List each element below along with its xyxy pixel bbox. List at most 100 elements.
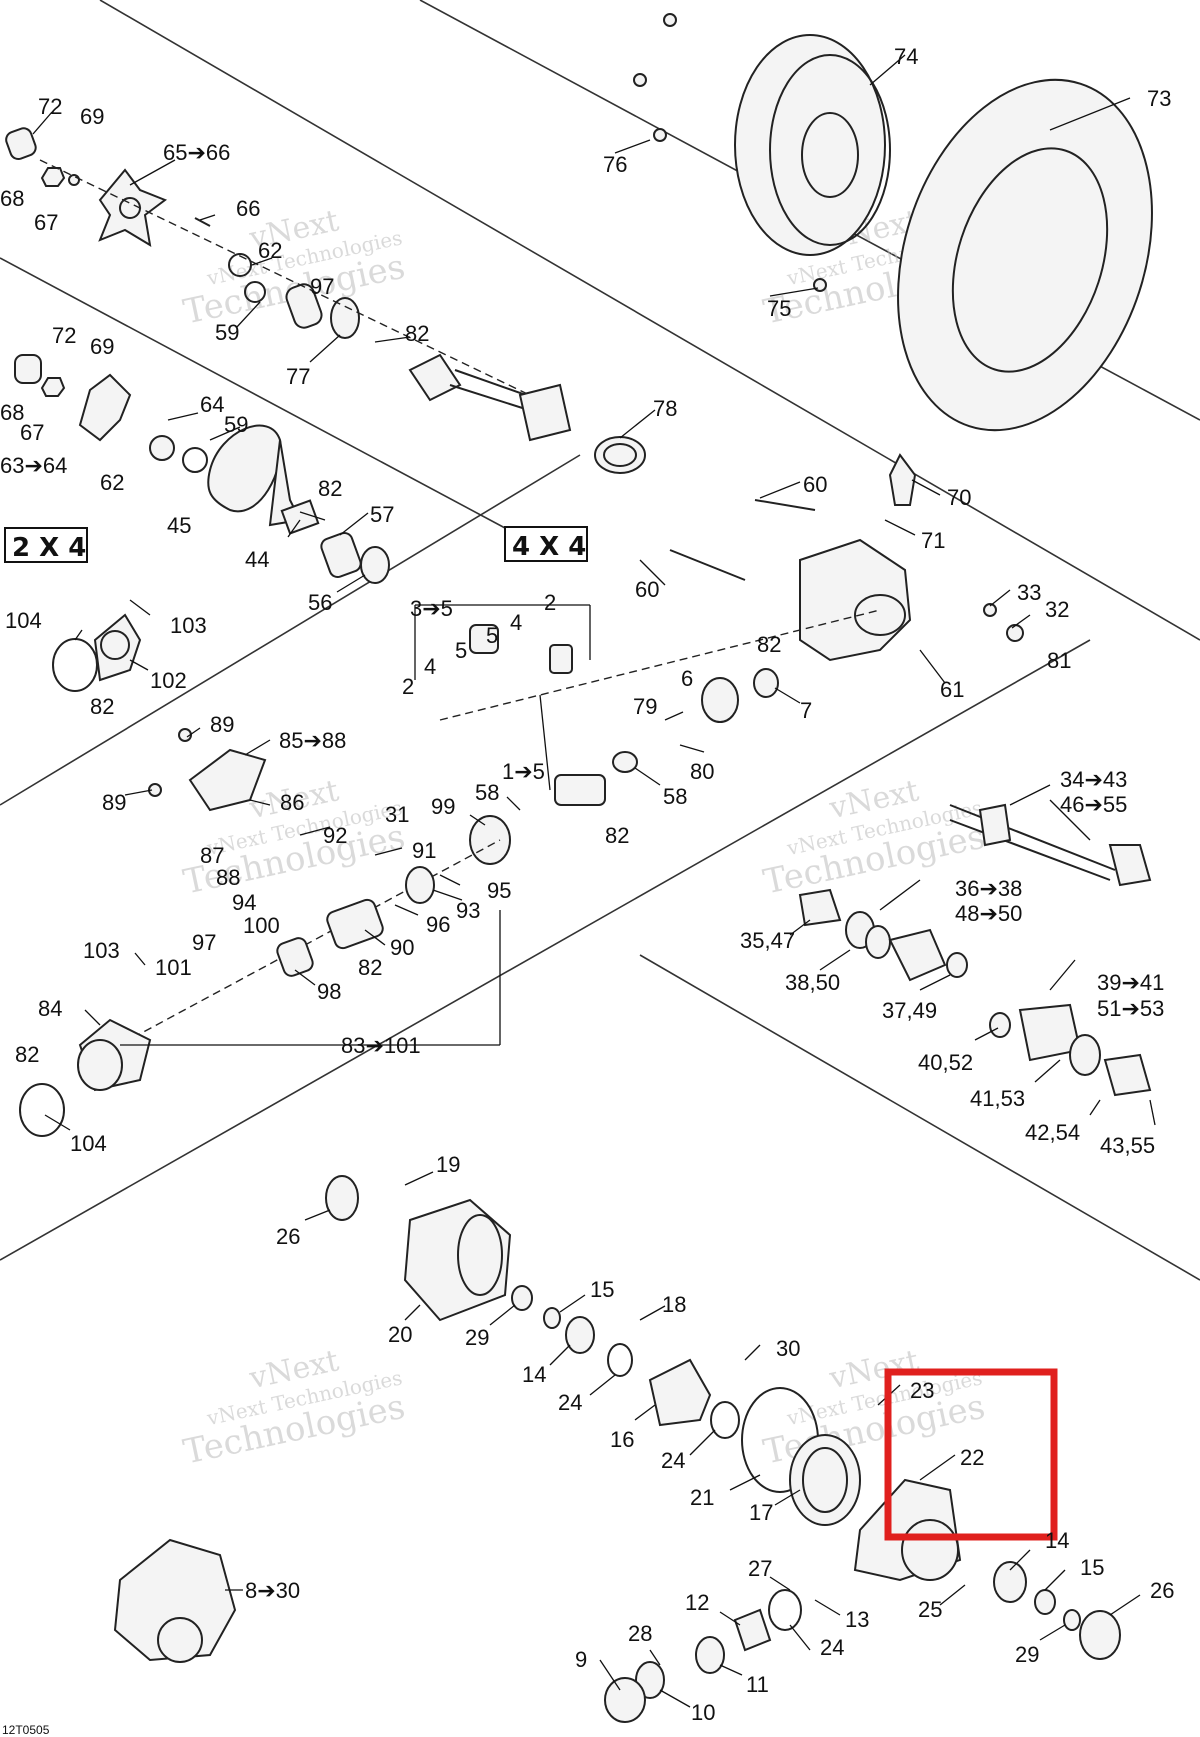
ring-59-top [244, 281, 266, 303]
callout-64: 64 [200, 392, 224, 417]
spring-4-a [469, 624, 499, 654]
callout-75: 75 [767, 296, 791, 321]
spacer-24 [607, 1343, 633, 1377]
hub-63 [78, 373, 132, 442]
sleeve-6 [701, 677, 739, 723]
callout-5: 5 [455, 638, 467, 663]
callout-96: 96 [426, 912, 450, 937]
coupler-1-5 [554, 774, 606, 806]
four-by-four-shaft-parts [439, 609, 881, 865]
spacer-24-c [768, 1589, 802, 1631]
washer-67-top [68, 174, 80, 186]
callout-51-53: 51➔53 [1097, 996, 1164, 1021]
callout-100: 100 [243, 913, 280, 938]
callout-24: 24 [820, 1635, 844, 1660]
callout-82: 82 [757, 632, 781, 657]
callout-17: 17 [749, 1500, 773, 1525]
bearing-98 [276, 937, 314, 977]
ring-29-b [1063, 1609, 1081, 1631]
shaft-44 [280, 499, 320, 535]
bearing-11 [695, 1636, 725, 1674]
ring-gear-17 [789, 1434, 861, 1526]
box-2x4: 2 X 4 [4, 527, 88, 563]
callout-82: 82 [358, 955, 382, 980]
callout-92: 92 [323, 823, 347, 848]
callout-11: 11 [746, 1672, 769, 1697]
ring-15-b [1034, 1589, 1056, 1615]
ring-7 [753, 668, 779, 698]
callout-28: 28 [628, 1621, 652, 1646]
callout-30: 30 [776, 1336, 800, 1361]
front-hub-assembly-top [5, 127, 541, 401]
callout-41-53: 41,53 [970, 1086, 1025, 1111]
callout-23: 23 [910, 1378, 934, 1403]
callout-65-66: 65➔66 [163, 140, 230, 165]
callout-102: 102 [150, 668, 187, 693]
callout-90: 90 [390, 935, 414, 960]
callout-84: 84 [38, 996, 62, 1021]
callout-24: 24 [558, 1390, 582, 1415]
callout-66: 66 [236, 196, 260, 221]
complete-case-8-30 [113, 1538, 237, 1662]
seal-77 [330, 297, 360, 339]
callout-22: 22 [960, 1445, 984, 1470]
callout-59: 59 [224, 412, 248, 437]
callout-78: 78 [653, 396, 677, 421]
callout-31: 31 [385, 802, 409, 827]
cap-72-top [5, 127, 37, 161]
callout-5: 5 [486, 623, 498, 648]
callout-44: 44 [245, 547, 269, 572]
seal-56 [360, 546, 390, 584]
callout-73: 73 [1147, 86, 1171, 111]
rear-differential-assembly [113, 1175, 1121, 1723]
callout-14: 14 [1045, 1528, 1069, 1553]
callout-82: 82 [405, 321, 429, 346]
callout-2: 2 [544, 590, 556, 615]
callout-71: 71 [921, 528, 945, 553]
callout-9: 9 [575, 1647, 587, 1672]
seal-26-b [1079, 1610, 1121, 1660]
callout-29: 29 [1015, 1642, 1039, 1667]
front-differential-4x4 [669, 453, 1024, 662]
callout-2: 2 [402, 674, 414, 699]
callout-85-88: 85➔88 [279, 728, 346, 753]
pinion-12 [733, 1608, 772, 1652]
retaining-ring-62-mid [149, 435, 175, 461]
callout-27: 27 [748, 1556, 772, 1581]
callout-43-55: 43,55 [1100, 1133, 1155, 1158]
callout-82: 82 [90, 694, 114, 719]
callout-104: 104 [5, 608, 42, 633]
callout-68: 68 [0, 186, 24, 211]
callout-103: 103 [83, 938, 120, 963]
callout-21: 21 [690, 1485, 714, 1510]
callout-67: 67 [34, 210, 58, 235]
nut-68-mid [40, 377, 66, 397]
callout-46-55: 46➔55 [1060, 792, 1127, 817]
bearing-97-top [285, 283, 323, 329]
ring-29 [511, 1285, 533, 1311]
callout-42-54: 42,54 [1025, 1120, 1080, 1145]
callout-93: 93 [456, 898, 480, 923]
callout-60: 60 [803, 472, 827, 497]
callout-6: 6 [681, 666, 693, 691]
callout-7: 7 [800, 698, 812, 723]
nut-68-top [40, 167, 66, 187]
callout-82: 82 [605, 823, 629, 848]
callout-87: 87 [200, 843, 224, 868]
callout-99: 99 [431, 794, 455, 819]
leader-lines [32, 54, 1156, 1708]
callout-57: 57 [370, 502, 394, 527]
seal-9 [604, 1677, 646, 1723]
callout-15: 15 [1080, 1555, 1104, 1580]
callout-97: 97 [310, 274, 334, 299]
highlight-box [884, 1368, 1058, 1541]
callout-15: 15 [590, 1277, 614, 1302]
front-drive-shaft [408, 353, 646, 474]
four-by-four-drive-assembly [19, 728, 501, 1137]
tire-73 [897, 78, 1153, 432]
callout-13: 13 [845, 1607, 869, 1632]
callout-86: 86 [280, 790, 304, 815]
two-by-four-cover-102 [52, 613, 142, 692]
callout-38-50: 38,50 [785, 970, 840, 995]
